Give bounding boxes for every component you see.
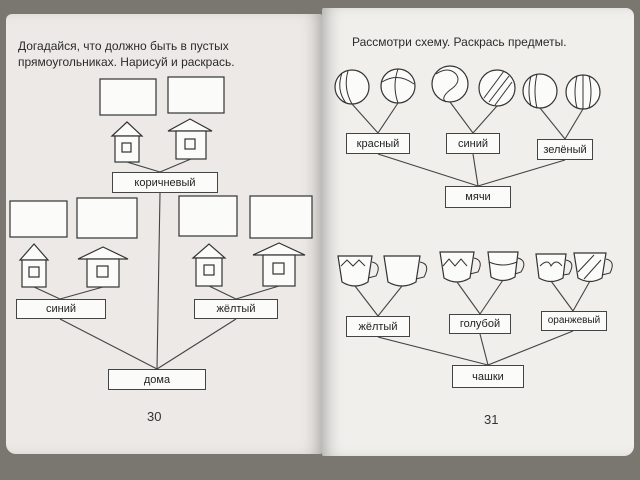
cup-icon	[535, 253, 573, 283]
empty-picture-box	[178, 195, 238, 237]
cup-icon	[383, 255, 428, 287]
house-icon	[77, 246, 129, 288]
page-number: 30	[147, 409, 162, 424]
heading-line: прямоугольниках. Нарисуй и раскрась.	[18, 55, 235, 69]
label-cups: чашки	[452, 365, 524, 388]
empty-picture-box	[9, 200, 68, 238]
label-orange: оранжевый	[541, 311, 607, 331]
house-icon	[110, 121, 144, 163]
ball-icon	[431, 65, 469, 103]
cup-icon	[573, 252, 613, 283]
label-yellow: жёлтый	[346, 316, 410, 337]
house-icon	[191, 243, 227, 287]
right-page-heading: Рассмотри схему. Раскрась предметы.	[352, 35, 567, 49]
ball-icon	[334, 69, 370, 105]
label-yellow: жёлтый	[194, 299, 278, 319]
heading-line: Догадайся, что должно быть в пустых	[18, 39, 229, 53]
ball-icon	[522, 73, 558, 109]
ball-icon	[380, 68, 416, 104]
empty-picture-box	[76, 197, 138, 239]
left-page-heading: Догадайся, что должно быть в пустых прям…	[18, 38, 235, 70]
label-red: красный	[346, 133, 410, 154]
label-balls: мячи	[445, 186, 511, 208]
house-icon	[18, 243, 50, 288]
cup-icon	[439, 251, 481, 283]
label-green: зелёный	[537, 139, 593, 160]
house-icon	[252, 242, 306, 287]
label-blue: синий	[16, 299, 106, 319]
ball-icon	[478, 69, 516, 107]
cup-icon	[337, 255, 379, 287]
label-brown: коричневый	[112, 172, 218, 193]
cup-icon	[487, 251, 525, 282]
house-icon	[167, 118, 213, 160]
label-houses: дома	[108, 369, 206, 390]
empty-picture-box	[167, 76, 225, 114]
empty-picture-box	[99, 78, 157, 116]
ball-icon	[565, 74, 601, 110]
label-light-blue: голубой	[449, 314, 511, 334]
empty-picture-box	[249, 195, 313, 239]
page-number: 31	[484, 412, 499, 427]
label-blue: синий	[446, 133, 500, 154]
